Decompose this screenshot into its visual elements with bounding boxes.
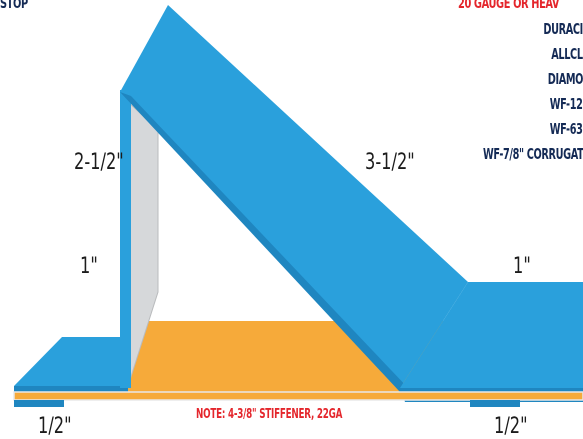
right-hem-tab: [470, 400, 520, 407]
dim-left-flange: 1": [80, 254, 98, 279]
material-allcl: ALLCL: [551, 45, 583, 63]
left-hem-tab: [14, 400, 64, 407]
title-stop: STOP: [0, 0, 28, 12]
material-wf-63: WF-63: [550, 120, 583, 138]
material-wf-corrugated: WF-7/8" CORRUGAT: [482, 145, 583, 163]
dim-slope: 3-1/2": [365, 150, 415, 175]
dim-bottom-left-hem: 1/2": [38, 414, 72, 439]
gauge-heading: 20 GAUGE OR HEAV: [458, 0, 560, 12]
dim-bottom-right-hem: 1/2": [494, 414, 528, 439]
dim-right-flange: 1": [513, 254, 531, 279]
material-duracl: DURACI: [543, 20, 583, 38]
right-flange-top: [400, 282, 583, 388]
material-wf-12: WF-12: [550, 95, 583, 113]
bottom-hem: [13, 391, 583, 401]
dim-left-vertical: 2-1/2": [74, 150, 124, 175]
left-flange-top: [14, 337, 128, 386]
material-diamo: DIAMO: [547, 70, 583, 88]
left-vertical-leg: [120, 90, 131, 388]
sloped-panel-edge: [120, 92, 410, 392]
sloped-panel: [120, 5, 468, 388]
stiffener-note: NOTE: 4-3/8" STIFFENER, 22GA: [196, 407, 343, 422]
